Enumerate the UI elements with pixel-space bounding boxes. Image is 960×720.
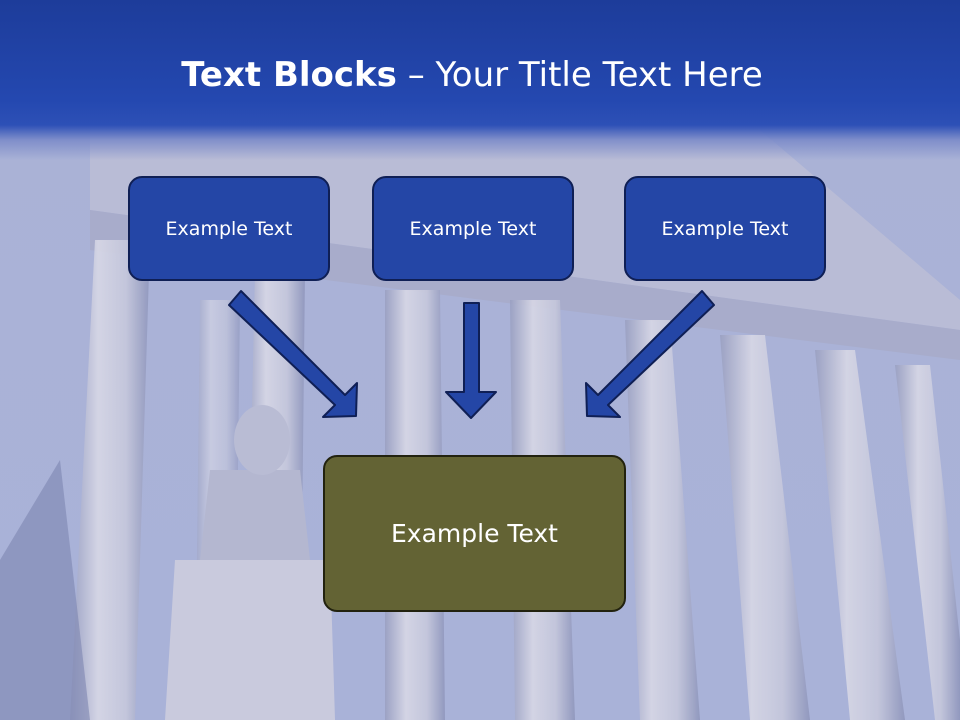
- title-subtitle-text: Your Title Text Here: [435, 55, 763, 95]
- slide-title: Text Blocks – Your Title Text Here: [0, 52, 944, 98]
- text-block-center-label: Example Text: [409, 217, 537, 240]
- text-block-left-label: Example Text: [165, 217, 293, 240]
- arrow-right-diagonal: [585, 290, 715, 418]
- text-block-left[interactable]: Example Text: [128, 176, 330, 281]
- text-block-right-label: Example Text: [661, 217, 789, 240]
- title-dash: –: [407, 55, 425, 95]
- title-bar: [0, 0, 960, 160]
- arrow-left-diagonal: [228, 290, 358, 418]
- arrow-center-down[interactable]: [445, 302, 497, 419]
- text-block-center[interactable]: Example Text: [372, 176, 574, 281]
- result-block-label: Example Text: [391, 519, 558, 548]
- title-bold-text: Text Blocks: [181, 55, 397, 95]
- text-block-right[interactable]: Example Text: [624, 176, 826, 281]
- result-block[interactable]: Example Text: [323, 455, 626, 612]
